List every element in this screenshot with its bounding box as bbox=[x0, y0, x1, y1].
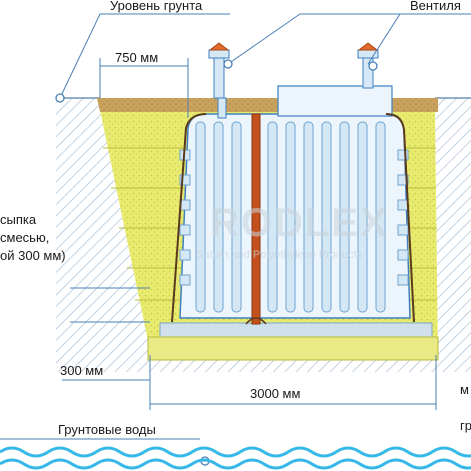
label-right-cut-1: м bbox=[460, 382, 469, 397]
concrete-slab bbox=[147, 322, 439, 361]
central-pipe bbox=[251, 113, 261, 325]
label-dim-top: 750 мм bbox=[115, 50, 158, 65]
label-dim-base: 300 мм bbox=[60, 363, 103, 378]
label-backfill-1: сыпка bbox=[0, 212, 37, 227]
groundwater-waves bbox=[0, 446, 471, 470]
pipe-anchor bbox=[245, 317, 267, 325]
watermark-brand: RODLEX bbox=[210, 201, 389, 245]
label-backfill-3: ой 300 мм) bbox=[0, 248, 66, 263]
label-right-cut-2: гр bbox=[460, 418, 471, 433]
anchor-straps bbox=[171, 113, 415, 323]
surrounding-ground bbox=[56, 97, 471, 372]
label-ventilation: Вентиля bbox=[410, 0, 461, 13]
brand-watermark: RODLEX Saturn and Polyethylene Products bbox=[196, 201, 389, 261]
label-dim-width: 3000 мм bbox=[250, 386, 300, 401]
septic-tank bbox=[179, 85, 411, 319]
label-groundwater: Грунтовые воды bbox=[58, 422, 156, 437]
label-ground-level: Уровень грунта bbox=[110, 0, 203, 13]
vent-pipe-left bbox=[208, 42, 230, 119]
leader-lines bbox=[0, 13, 471, 440]
watermark-tagline: Saturn and Polyethylene Products bbox=[196, 249, 363, 261]
vent-pipe-right bbox=[357, 42, 379, 89]
label-backfill-2: смесью, bbox=[0, 230, 49, 245]
